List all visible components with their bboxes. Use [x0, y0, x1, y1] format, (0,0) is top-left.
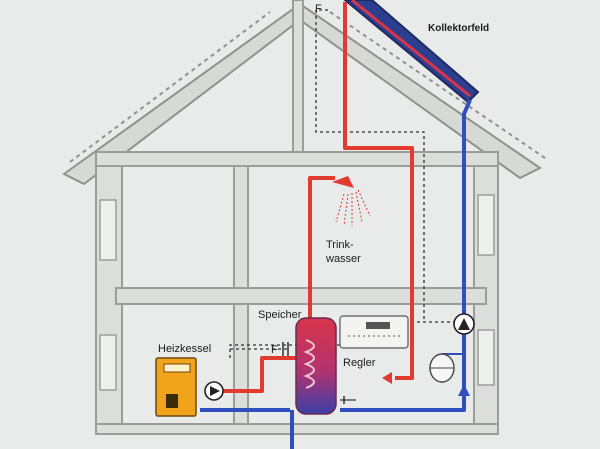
middle-floor [115, 287, 487, 305]
sensor-storage-icon [282, 342, 289, 356]
collector-panel [343, 0, 480, 104]
ground-floor-slab [95, 423, 499, 435]
expansion-vessel-icon [429, 353, 464, 383]
upper-inner-wall [233, 165, 249, 289]
sensor-storage-label: F [271, 344, 278, 356]
controller-label: Regler [343, 357, 376, 369]
storage-label: Speicher [258, 309, 302, 321]
controller-icon [339, 315, 409, 349]
roof-post [292, 0, 304, 156]
collector-label: Kollektorfeld [428, 23, 489, 34]
hot-arrow [382, 372, 392, 384]
attic-floor-beam [95, 151, 499, 167]
windows [99, 194, 495, 391]
sensor-top-label: F [315, 3, 322, 15]
storage-tank [295, 317, 337, 415]
boiler-label: Heizkessel [158, 343, 211, 355]
shower-head-icon [332, 176, 371, 227]
pump-icon [204, 381, 224, 401]
drinking-water-label-2: wasser [325, 253, 361, 265]
check-valve-icon [340, 396, 356, 404]
boiler [155, 357, 197, 417]
drinking-water-label-1: Trink- [326, 239, 354, 251]
cold-arrow [458, 384, 470, 396]
solar-pump-icon [453, 313, 475, 335]
cold-pipes [200, 99, 472, 449]
hot-pipes [223, 2, 414, 393]
